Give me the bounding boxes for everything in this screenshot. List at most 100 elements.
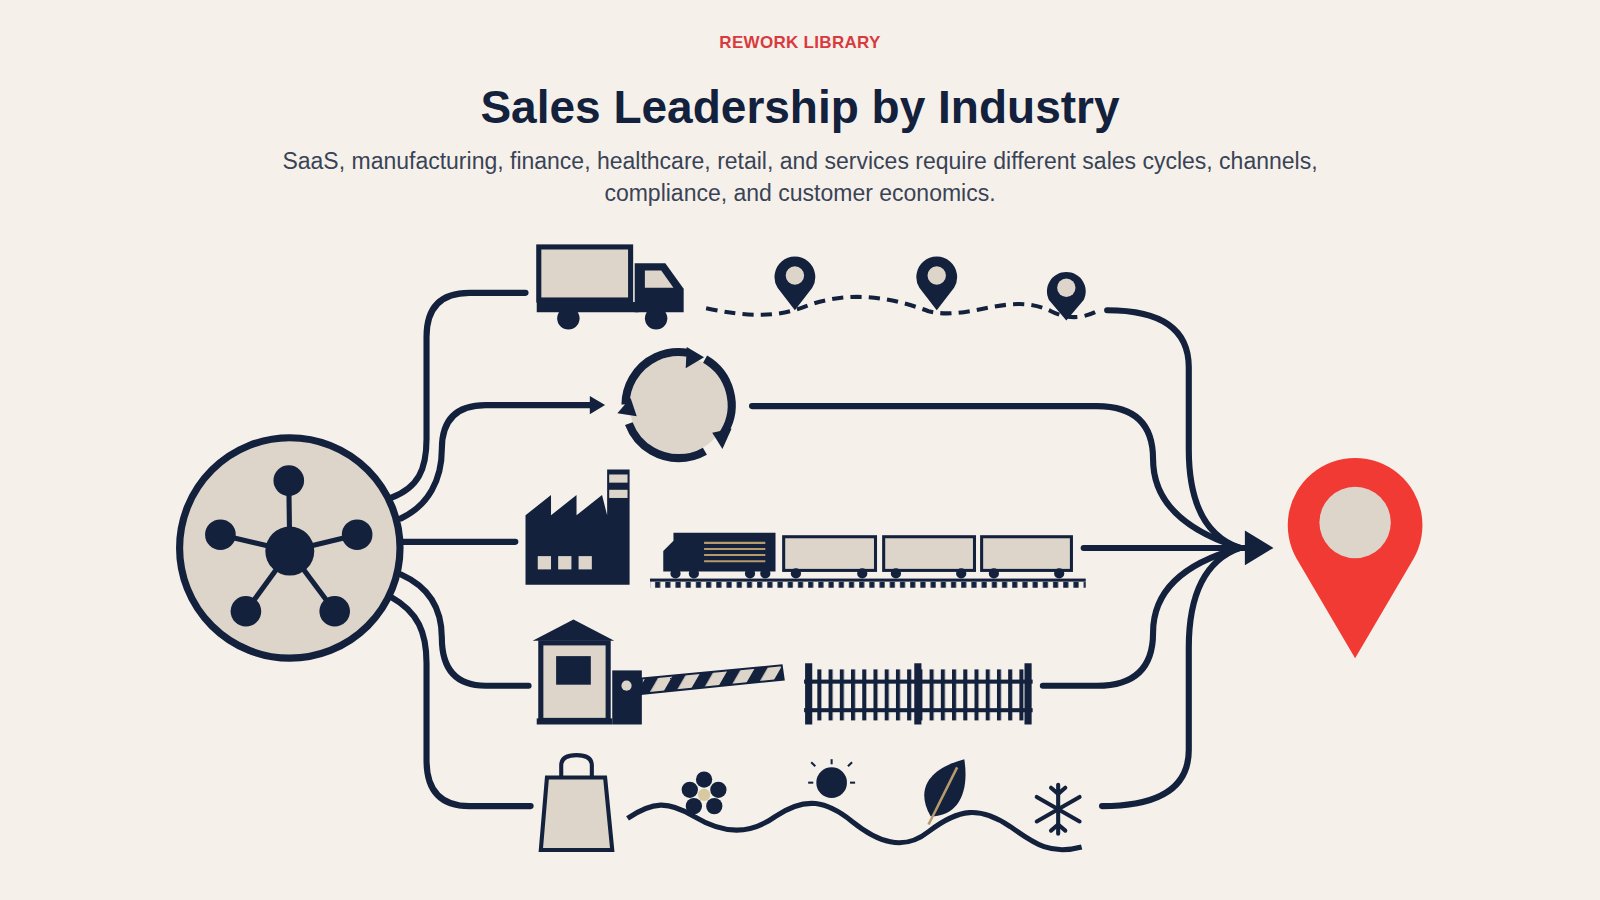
train-icon-part — [704, 543, 765, 561]
train-icon-part-part — [704, 554, 765, 556]
cycle-icon-part — [686, 347, 704, 368]
truck-icon-part — [635, 263, 684, 312]
destination-pin-part — [1319, 487, 1390, 558]
cycle-icon-part — [712, 429, 731, 449]
sun-icon-part-part — [811, 762, 815, 766]
flow-paths-part — [391, 293, 526, 498]
flower-icon-part — [682, 782, 698, 798]
gatehouse-icon-part — [541, 643, 608, 721]
train-icon-part-part — [689, 568, 699, 578]
factory-icon-part — [558, 556, 571, 569]
sun-icon-part-part — [848, 762, 852, 766]
train-icon-part — [650, 582, 1086, 588]
flow-paths-part — [752, 406, 1240, 548]
flower-icon-part — [696, 771, 712, 787]
sun-icon-part-part — [831, 759, 833, 764]
hub-network-icon-part — [220, 481, 357, 612]
flower-icon-part — [710, 782, 726, 798]
factory-icon-part — [538, 556, 551, 569]
train-icon-part — [982, 537, 1072, 571]
hub-network-icon — [180, 438, 400, 658]
map-pins-part — [928, 266, 946, 284]
gatehouse-icon-part — [556, 656, 591, 685]
gatehouse-icon-part — [642, 665, 784, 694]
train-icon-part — [884, 537, 975, 571]
fence-icon-part — [805, 663, 812, 724]
fence-icon — [804, 663, 1033, 724]
train-icon-part-part — [670, 568, 680, 578]
train-icon-part-part — [989, 568, 999, 578]
snowflake-icon-part — [1037, 797, 1080, 821]
flow-paths-part — [401, 405, 592, 518]
factory-icon-part — [526, 469, 630, 584]
factory-icon-part — [609, 490, 627, 498]
cycle-icon-part — [606, 333, 751, 478]
page-title: Sales Leadership by Industry — [0, 80, 1600, 134]
sun-icon-part — [808, 759, 855, 782]
gatehouse-icon-part — [537, 718, 613, 724]
hub-network-icon-part-part — [265, 527, 314, 576]
sun-icon-part-part — [850, 782, 855, 784]
train-icon-part-part — [745, 568, 755, 578]
truck-icon — [537, 247, 684, 330]
map-pins-part — [786, 266, 804, 284]
arrow-head — [1245, 531, 1274, 566]
leaf-icon-part — [929, 767, 958, 824]
train-icon-part-part — [857, 568, 867, 578]
gatehouse-icon-part — [612, 670, 642, 724]
hub-network-icon-part — [180, 438, 400, 658]
destination-pin — [1288, 458, 1423, 658]
truck-icon-part — [645, 270, 674, 287]
train-icon-part — [663, 533, 775, 572]
hub-network-icon-part-part — [205, 519, 236, 550]
train-icon-part — [650, 579, 1086, 582]
truck-icon-part — [539, 247, 631, 300]
sun-icon — [808, 759, 855, 798]
hub-network-icon-part — [205, 465, 372, 626]
fence-icon-part — [914, 663, 921, 724]
flow-paths — [391, 293, 1247, 806]
flower-icon-part — [686, 798, 702, 814]
route-dashed — [706, 297, 1097, 317]
truck-icon-part — [645, 307, 667, 329]
arrow-head — [590, 396, 605, 414]
train-icon-part-part — [704, 542, 765, 544]
hub-network-icon-part-part — [231, 596, 262, 627]
flow-paths-part — [391, 597, 531, 806]
gatehouse-icon — [533, 619, 784, 724]
train-icon-part-part — [760, 568, 770, 578]
map-pins-part — [916, 257, 957, 311]
leaf-icon — [924, 759, 965, 824]
train-icon-part — [670, 568, 1064, 578]
train-icon-part — [784, 537, 876, 571]
factory-icon-part — [609, 474, 627, 482]
cycle-icon-part — [617, 398, 636, 416]
snowflake-icon-part — [1058, 824, 1065, 830]
cycle-icon-part — [630, 356, 728, 454]
flower-icon-part — [698, 789, 710, 801]
shopping-bag-icon — [541, 755, 612, 850]
train-icon-part-part — [956, 568, 966, 578]
leaf-icon-part — [924, 759, 965, 816]
map-pins-part — [1057, 279, 1075, 297]
gatehouse-icon-part — [621, 681, 631, 691]
train-icon-part-part — [704, 548, 765, 550]
map-pins-part — [774, 257, 815, 311]
flow-paths-part — [1102, 548, 1240, 806]
train-icon-part-part — [1054, 568, 1064, 578]
truck-icon-part — [557, 307, 579, 329]
map-pins-part — [1047, 272, 1086, 320]
hub-network-icon-part-part — [342, 519, 373, 550]
train-icon — [650, 533, 1086, 588]
factory-icon-part — [579, 556, 592, 569]
train-icon-part-part — [891, 568, 901, 578]
kicker-label: REWORK LIBRARY — [0, 33, 1600, 53]
hub-network-icon-part-part — [273, 465, 304, 496]
hub-network-icon-part-part — [319, 596, 350, 627]
truck-icon-part — [537, 302, 639, 312]
destination-pin-part — [1288, 458, 1423, 658]
page-caption: SaaS, manufacturing, finance, healthcare… — [240, 145, 1360, 209]
snowflake-icon-part — [1058, 788, 1065, 794]
cycle-icon — [606, 333, 751, 478]
